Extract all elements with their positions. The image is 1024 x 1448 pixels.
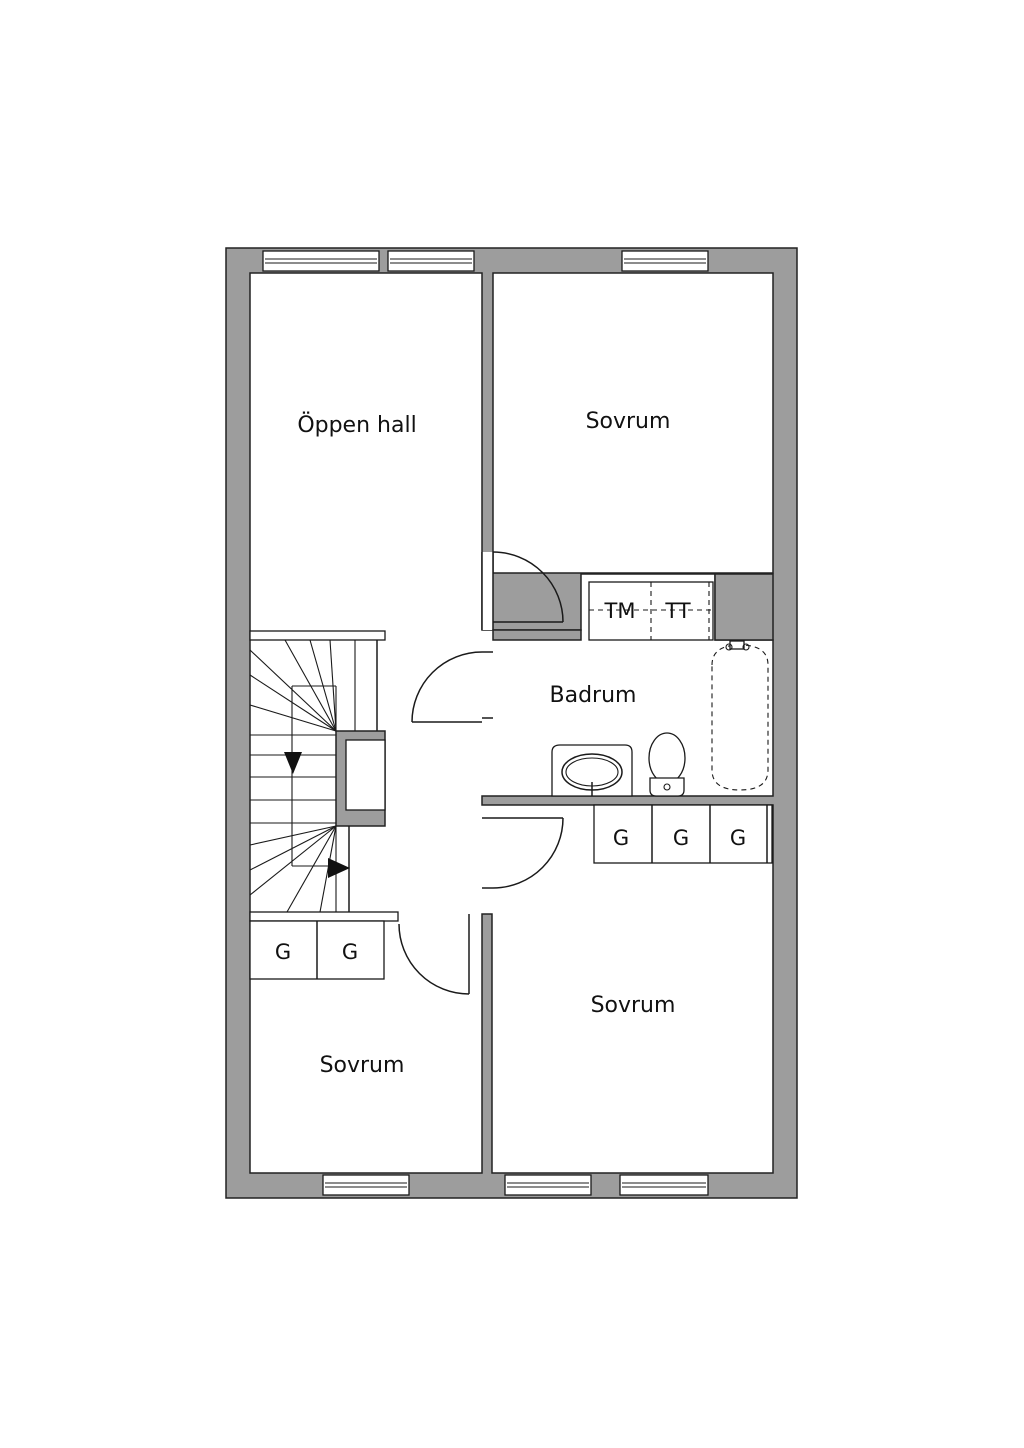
room-label-bedroom: Sovrum — [320, 1053, 405, 1078]
stair-arrow-right-icon — [328, 858, 350, 878]
wardrobes-bedroom-left — [249, 920, 385, 980]
room-label-bathroom: Badrum — [550, 683, 637, 708]
wardrobe-label: G — [613, 826, 629, 850]
tumble-dryer-label: TT — [664, 599, 690, 623]
room-label-bedroom: Sovrum — [591, 993, 676, 1018]
wardrobe-label: G — [342, 940, 358, 964]
wardrobe-label: G — [275, 940, 291, 964]
room-label-open-hall: Öppen hall — [297, 412, 416, 438]
walls — [225, 247, 798, 1199]
sink — [551, 744, 633, 797]
windows — [262, 250, 709, 1196]
toilet — [648, 732, 686, 797]
doors — [398, 551, 564, 995]
wardrobe-label: G — [730, 826, 746, 850]
stair-arrow-down-icon — [284, 752, 302, 774]
bathtub — [711, 640, 769, 791]
wardrobe-label: G — [673, 826, 689, 850]
washing-machine-label: TM — [604, 599, 636, 623]
wardrobes-bathroom-side — [593, 804, 773, 864]
staircase — [249, 630, 399, 922]
laundry-appliances — [588, 581, 714, 641]
room-label-bedroom: Sovrum — [586, 409, 671, 434]
